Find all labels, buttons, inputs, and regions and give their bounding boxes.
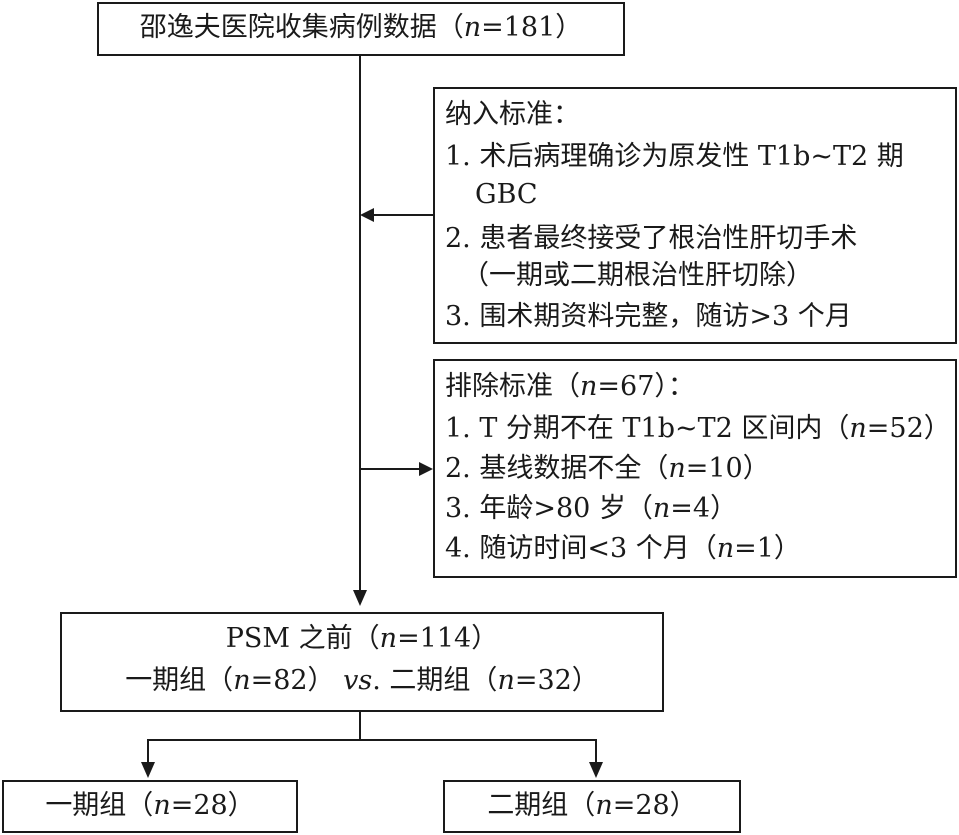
inclusion-box <box>433 87 957 344</box>
psm-box <box>60 612 664 712</box>
stage-one-label: 一期组（n=28） <box>45 790 255 821</box>
exclusion-criterion-4: 4. 随访时间<3 个月（n=1） <box>445 533 801 564</box>
exclusion-criterion-3: 3. 年龄>80 岁（n=4） <box>445 493 738 524</box>
psm-line-2: 一期组（n=82） vs. 二期组（n=32） <box>125 665 599 696</box>
inclusion-criterion-1: 1. 术后病理确诊为原发性 T1b~T2 期 <box>445 141 904 172</box>
exclusion-criterion-1: 1. T 分期不在 T1b~T2 区间内（n=52） <box>445 413 951 444</box>
exclusion-title: 排除标准（n=67）： <box>445 371 695 402</box>
source-box <box>97 2 625 56</box>
inclusion-connector <box>372 214 433 216</box>
trunk-arrow <box>353 590 367 606</box>
inclusion-title: 纳入标准： <box>445 99 580 130</box>
stage-two-label: 二期组（n=28） <box>487 790 697 821</box>
split-right-drop <box>595 739 597 762</box>
psm-line-1: PSM 之前（n=114） <box>225 623 499 654</box>
split-left-drop <box>147 739 149 762</box>
inclusion-criterion-1-cont: GBC <box>475 179 538 210</box>
split-stem <box>359 712 361 740</box>
inclusion-criterion-3: 3. 围术期资料完整，随访>3 个月 <box>445 301 852 332</box>
left-arrow <box>141 762 155 778</box>
exclusion-connector <box>361 468 419 470</box>
exclusion-arrow <box>419 462 433 476</box>
exclusion-box <box>433 359 957 578</box>
inclusion-arrow <box>360 208 374 222</box>
split-bar <box>147 739 597 741</box>
inclusion-criterion-2-cont: （一期或二期根治性肝切除） <box>462 260 813 291</box>
right-arrow <box>589 762 603 778</box>
source-label: 邵逸夫医院收集病例数据（n=181） <box>139 12 583 43</box>
inclusion-criterion-2: 2. 患者最终接受了根治性肝切手术 <box>445 223 858 254</box>
stage-one-box <box>2 780 298 833</box>
trunk-line <box>359 56 361 591</box>
stage-two-box <box>443 780 741 833</box>
exclusion-criterion-2: 2. 基线数据不全（n=10） <box>445 453 770 484</box>
